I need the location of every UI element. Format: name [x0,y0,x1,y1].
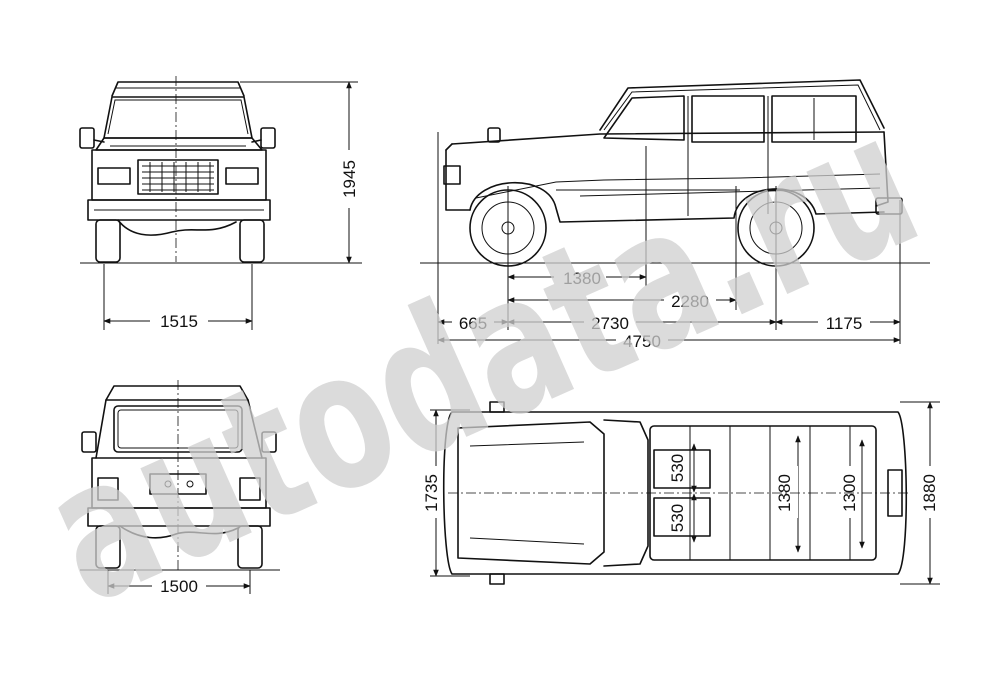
side-view: 1380 2280 665 2730 1175 4750 [420,79,930,351]
side-1175-label: 1175 [826,314,863,333]
front-height-label: 1945 [340,160,359,198]
rear-track-label: 1500 [160,577,198,596]
side-2730-label: 2730 [591,314,629,333]
top-seat-width-1-label: 530 [668,454,687,482]
front-view: 1515 1945 [79,76,362,331]
top-overall-width-label: 1880 [920,474,939,512]
side-1380-label: 1380 [563,269,601,288]
side-4750-label: 4750 [623,332,661,351]
top-view: 1735 1880 530 530 1380 1300 [420,401,940,585]
side-665-label: 665 [459,314,487,333]
top-rear-seat-width-label: 1380 [775,474,794,512]
top-seat-width-2-label: 530 [668,504,687,532]
rear-view: 1500 [80,380,280,596]
top-front-width-label: 1735 [422,474,441,512]
side-2280-label: 2280 [671,292,709,311]
front-width-label: 1515 [160,312,198,331]
